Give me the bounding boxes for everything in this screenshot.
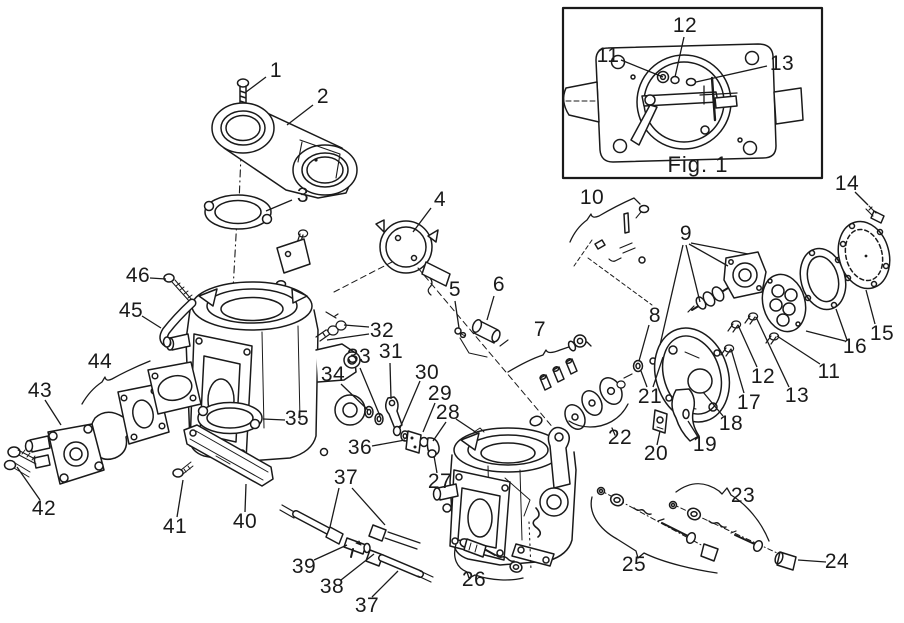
leader-line-19-main: [687, 420, 699, 438]
leader-line-2-main: [286, 104, 314, 126]
leader-line-30-main: [399, 380, 421, 429]
fig1-inset: [561, 6, 824, 180]
screws-part-42: [3, 446, 37, 478]
leader-line-12-inset: [674, 36, 685, 78]
leader-line-28-main: [432, 421, 447, 442]
leader-line-39-main: [313, 544, 348, 561]
leader-line-28-main: [455, 418, 478, 434]
screws-part-32: [315, 311, 347, 342]
jet-group-7: [507, 334, 592, 391]
throttle-shaft-parts: [364, 396, 440, 458]
flange-gasket: [203, 194, 273, 230]
leader-line-14-main: [854, 191, 869, 206]
washer-part-8: [632, 359, 644, 373]
leader-line-16-main: [835, 308, 848, 341]
screw-part-1: [236, 78, 250, 104]
screw-part-14: [865, 205, 885, 224]
needle-valve-26: [453, 538, 524, 581]
fig1-caption: Fig. 1: [667, 152, 729, 177]
pump-plate: [761, 273, 807, 333]
leader-line-21-main: [640, 370, 648, 388]
hose-assembly: [279, 504, 434, 583]
leader-line-40-main: [244, 483, 247, 513]
leader-line-3-main: [265, 199, 293, 212]
leader-line-1-main: [245, 76, 267, 93]
carburetor-body-lower: [432, 415, 577, 571]
cap-part-24: [774, 551, 797, 571]
clip-part-20: [652, 409, 668, 434]
pump-assembly-9: [687, 251, 767, 313]
leader-line-36-main: [371, 439, 406, 447]
linkage-group-10: [569, 197, 653, 306]
leader-line-16-main: [805, 330, 846, 342]
leader-line-9-main: [690, 242, 749, 255]
leader-line-27-main: [433, 455, 438, 474]
leader-line-12-main: [737, 324, 758, 368]
leader-line-46-main: [149, 277, 167, 280]
leader-line-31-main: [389, 362, 392, 400]
leader-line-33-main: [359, 367, 381, 417]
leader-line-43-main: [44, 399, 62, 426]
clip-part-5: [454, 327, 467, 339]
gasket-stack-44: [81, 360, 202, 461]
leader-line-24-main: [797, 559, 827, 563]
screw-part-41: [172, 461, 194, 478]
leader-line-32-main: [326, 333, 370, 341]
screw-part-46: [163, 273, 193, 303]
leader-line-21-main: [652, 356, 664, 388]
leader-line-9-main: [685, 244, 701, 303]
jet-needle-25: [590, 486, 719, 574]
fuel-pump-cover-43: [24, 423, 105, 485]
leader-line-11-inset: [620, 59, 664, 78]
leader-line-20-main: [656, 430, 661, 446]
leader-line-15-main: [865, 289, 876, 325]
leader-line-37-top: [351, 487, 386, 526]
leader-line-42-main: [16, 466, 41, 501]
leader-line-41-main: [176, 479, 184, 518]
leader-line-38-main: [340, 553, 375, 581]
plunger-part-6: [459, 319, 509, 358]
leader-line-37-bottom: [371, 570, 399, 598]
fuel-hose-45: [159, 298, 197, 348]
jet-needle-23: [668, 482, 791, 560]
carb-base-gasket-35: [197, 401, 263, 435]
leader-line-4-main: [412, 207, 432, 233]
mounting-flange: [211, 102, 358, 199]
leader-line-5-main: [454, 300, 460, 329]
cover-screws: [720, 312, 780, 357]
reed-pads-22: [564, 373, 633, 436]
heat-shield-plate-40: [183, 424, 274, 487]
leader-line-13-main: [755, 316, 790, 388]
leader-line-9-main: [659, 244, 684, 346]
leader-line-9-main: [688, 243, 729, 267]
leader-line-17-main: [730, 348, 745, 394]
leader-line-45-main: [141, 315, 162, 329]
leader-line-35-main: [262, 418, 286, 421]
leader-line-32-main: [343, 324, 370, 328]
leader-line-6-main: [486, 295, 495, 321]
leader-line-11-main: [776, 335, 821, 365]
leader-line-13-inset: [695, 65, 768, 83]
pump-cover-4: [333, 219, 561, 437]
leader-line-37-top: [329, 487, 340, 528]
pump-gasket-16: [799, 247, 847, 311]
leader-line-29-main: [422, 402, 436, 433]
diaphragm-cover-15: [837, 220, 891, 290]
leader-line-8-main: [638, 324, 650, 362]
leader-line-34-main: [340, 383, 369, 411]
leader-line-18-main: [702, 391, 724, 417]
